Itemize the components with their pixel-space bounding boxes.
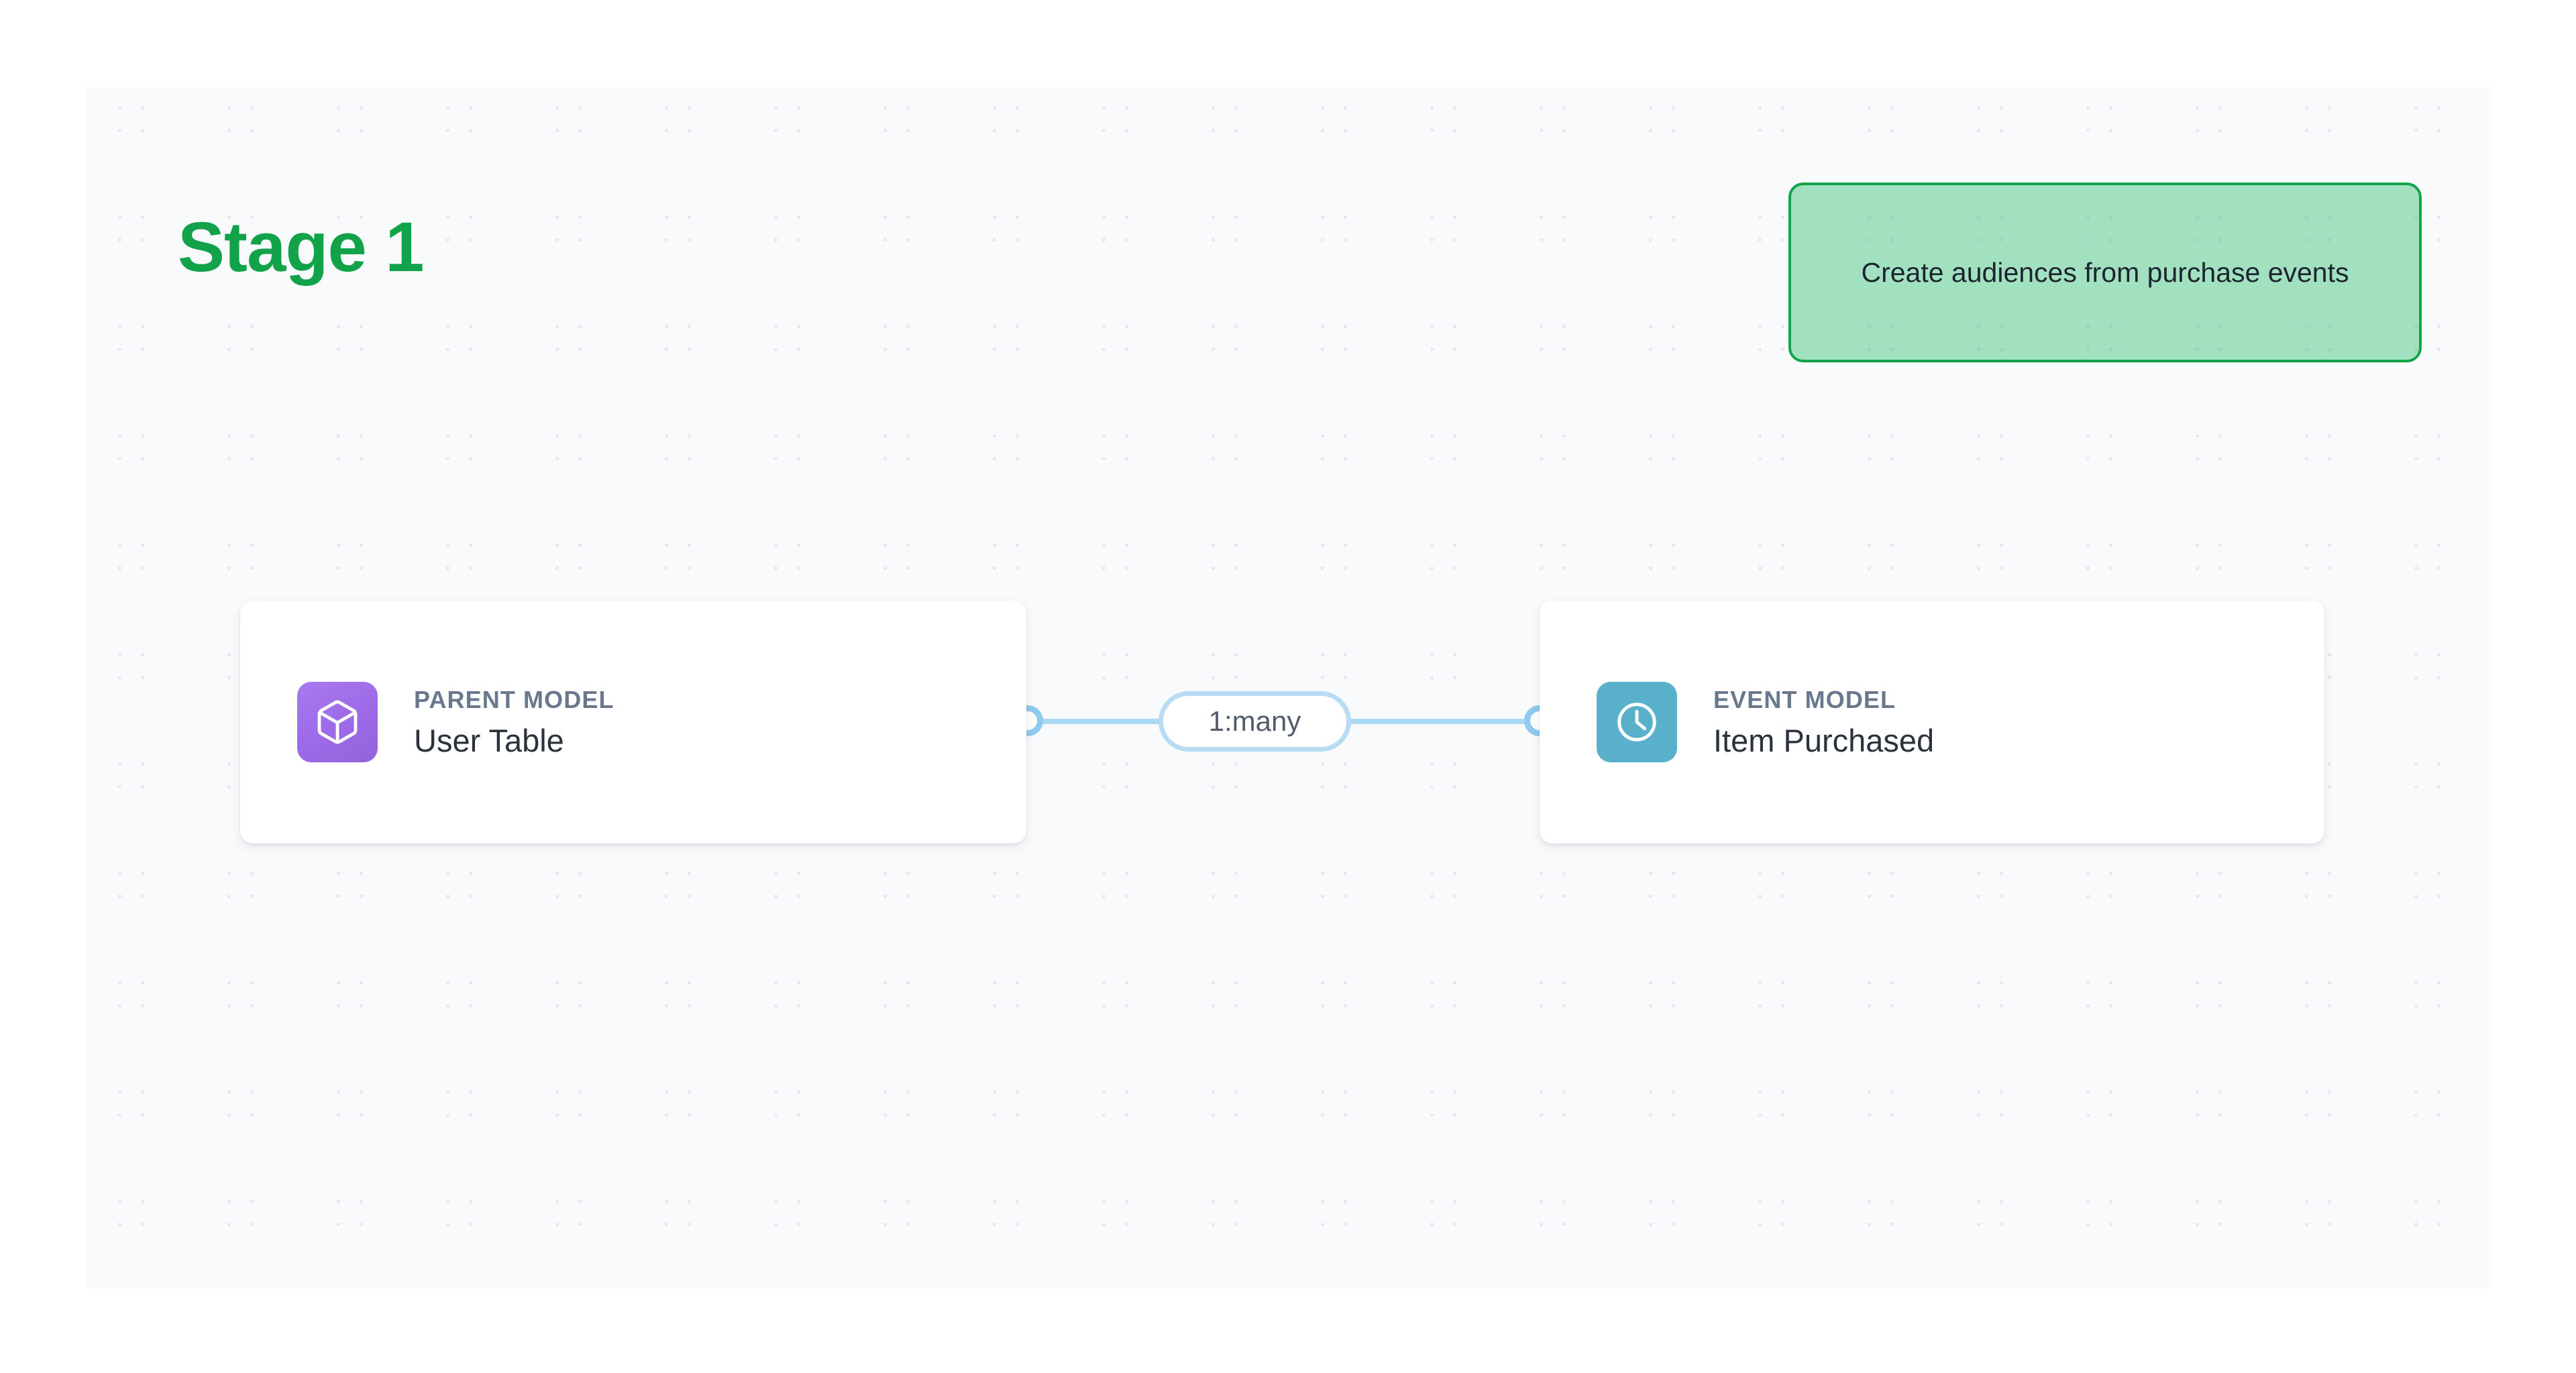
node-event-model-text: EVENT MODEL Item Purchased <box>1713 686 1935 758</box>
node-parent-model-kicker: PARENT MODEL <box>414 686 614 713</box>
node-event-model-title: Item Purchased <box>1713 723 1935 758</box>
node-event-model[interactable]: EVENT MODEL Item Purchased <box>1540 601 2324 844</box>
edge-cardinality-text: 1:many <box>1208 705 1301 737</box>
page-title: Stage 1 <box>178 208 424 287</box>
cube-icon <box>297 682 378 762</box>
node-parent-model[interactable]: PARENT MODEL User Table <box>240 601 1026 844</box>
callout-text: Create audiences from purchase events <box>1861 256 2349 288</box>
clock-icon <box>1597 682 1677 762</box>
callout-box: Create audiences from purchase events <box>1788 183 2422 362</box>
diagram-canvas[interactable]: Stage 1 Create audiences from purchase e… <box>86 87 2491 1288</box>
node-event-model-kicker: EVENT MODEL <box>1713 686 1896 713</box>
edge-cardinality-label[interactable]: 1:many <box>1159 691 1351 752</box>
node-parent-model-title: User Table <box>414 723 564 758</box>
node-parent-model-text: PARENT MODEL User Table <box>414 686 614 758</box>
